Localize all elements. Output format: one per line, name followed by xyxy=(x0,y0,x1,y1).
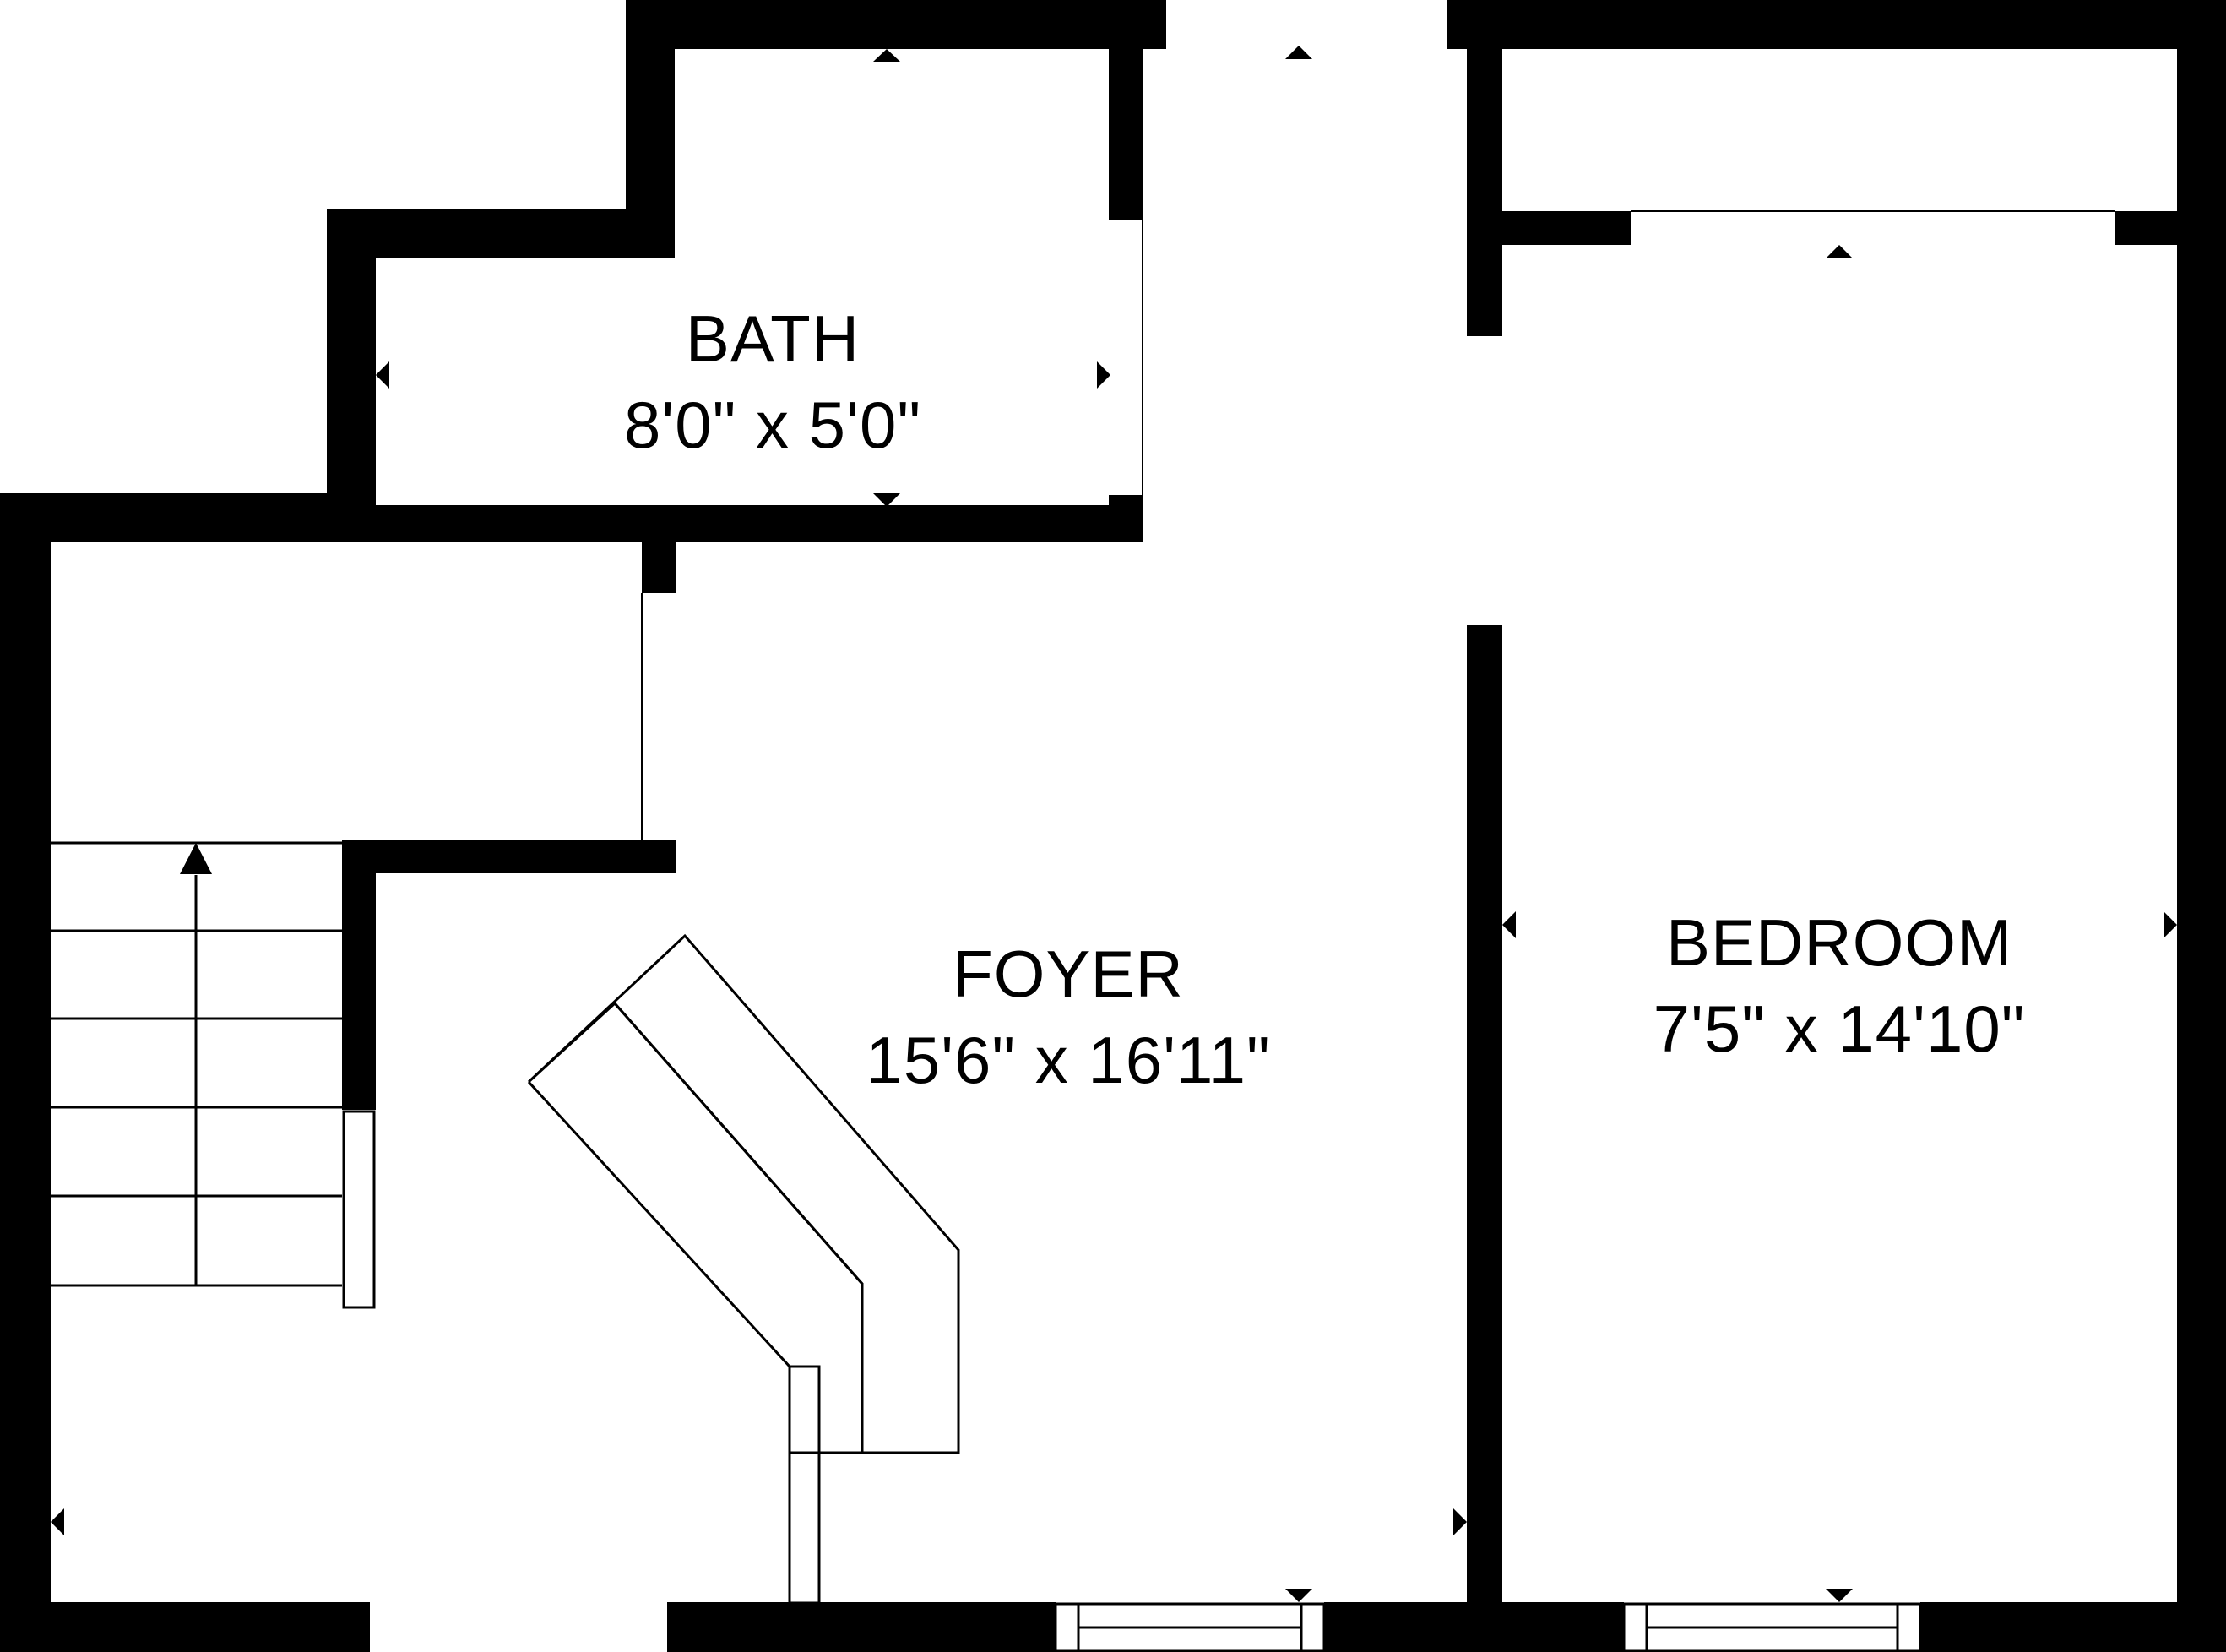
room-name-bath: BATH xyxy=(686,302,860,376)
staircase xyxy=(51,841,376,1309)
wall-bottom-right xyxy=(1920,1602,2226,1652)
room-label-bath: BATH 8'0" x 5'0" xyxy=(624,302,921,462)
marker-left-icon xyxy=(376,361,389,389)
counter xyxy=(527,933,960,1605)
wall-right-outer xyxy=(2177,0,2226,1652)
wall-left-outer xyxy=(0,493,51,1652)
room-label-bedroom: BEDROOM 7'5" x 14'10" xyxy=(1653,905,2026,1066)
wall-bath-left xyxy=(327,209,376,542)
wall-bedroom-closet-right xyxy=(2115,211,2226,245)
counter-outline xyxy=(527,933,960,1454)
wall-bedroom-closet-left xyxy=(1467,211,1631,245)
counter-inner-edge xyxy=(613,1003,864,1453)
wall-top-right xyxy=(1447,0,2226,49)
windows xyxy=(1054,1602,1922,1652)
wall-foyer-bedroom-upper xyxy=(1467,0,1502,336)
room-name-foyer: FOYER xyxy=(953,937,1184,1011)
wall-bath-upper-left xyxy=(327,209,675,258)
wall-bottom-mid xyxy=(667,1602,1056,1652)
measurement-markers xyxy=(51,46,2177,1602)
wall-bath-right-upper xyxy=(1109,46,1143,220)
marker-up-icon xyxy=(1826,245,1853,258)
room-dimensions-foyer: 15'6" x 16'11" xyxy=(866,1023,1270,1097)
wall-foyer-bedroom-lower xyxy=(1467,625,1502,1652)
marker-down-icon xyxy=(1285,1589,1312,1602)
wall-bottom-left xyxy=(0,1602,370,1652)
marker-up-icon xyxy=(1285,46,1312,59)
window-bedroom xyxy=(1622,1602,1922,1652)
room-dimensions-bedroom: 7'5" x 14'10" xyxy=(1653,992,2026,1066)
marker-up-icon xyxy=(873,49,900,62)
wall-bath-top xyxy=(626,0,1166,49)
marker-down-icon xyxy=(1826,1589,1853,1602)
counter-end-panel xyxy=(788,1365,821,1605)
marker-left-icon xyxy=(1502,911,1516,938)
wall-bath-bottom xyxy=(327,505,1143,542)
marker-right-icon xyxy=(2164,911,2177,938)
wall-closet-bottom xyxy=(342,840,676,873)
wall-closet-top-stub xyxy=(642,537,676,593)
counter-lower-edge xyxy=(527,1080,862,1454)
wall-closet-bottom-stub xyxy=(642,840,676,873)
room-dimensions-bath: 8'0" x 5'0" xyxy=(624,388,921,462)
marker-down-icon xyxy=(873,493,900,507)
stair-rail xyxy=(342,1110,376,1309)
window-foyer xyxy=(1054,1602,1326,1652)
room-name-bedroom: BEDROOM xyxy=(1666,905,2012,980)
stair-arrow-icon xyxy=(180,843,212,874)
wall-stair-right xyxy=(342,840,376,1110)
marker-right-icon xyxy=(1097,361,1110,389)
wall-stair-top xyxy=(0,493,376,542)
marker-left-icon xyxy=(51,1508,64,1535)
marker-right-icon xyxy=(1453,1508,1467,1535)
opening-lines xyxy=(641,210,2115,840)
room-label-foyer: FOYER 15'6" x 16'11" xyxy=(866,937,1270,1097)
